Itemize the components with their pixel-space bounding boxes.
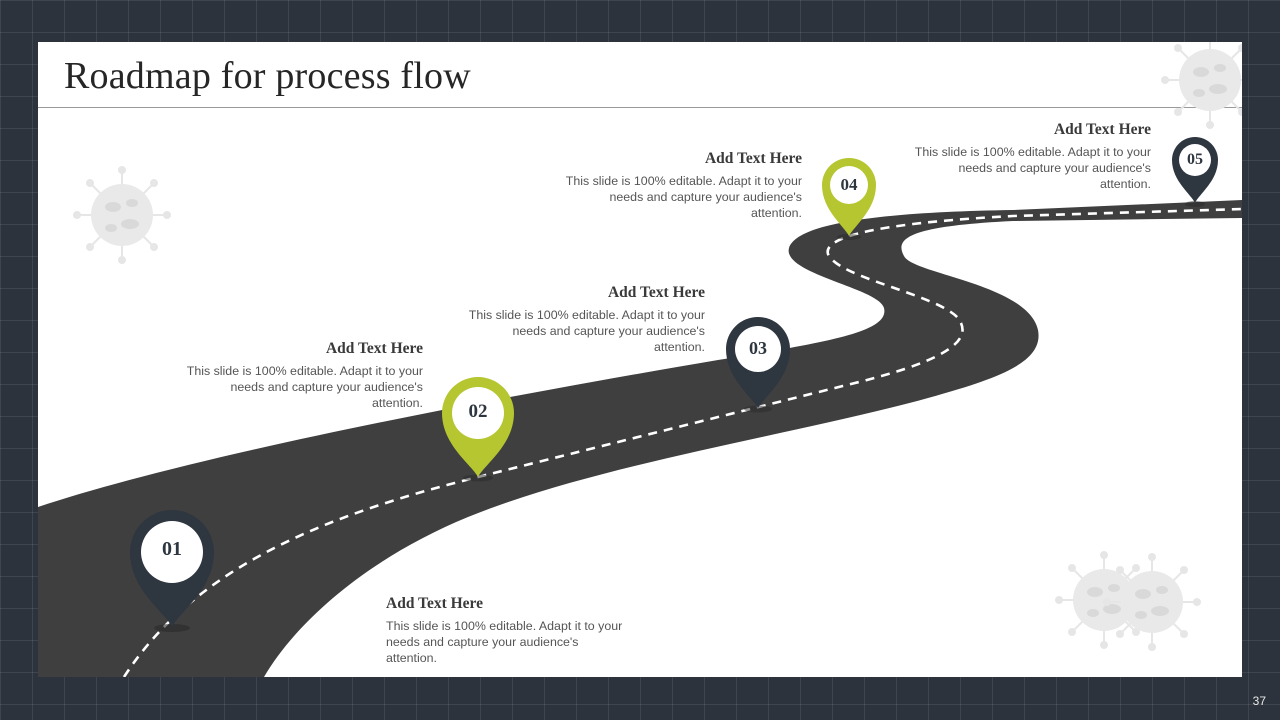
slide: Roadmap for process flow (38, 42, 1242, 677)
milestone-text-03: Add Text Here This slide is 100% editabl… (465, 284, 705, 356)
milestone-text-01: Add Text Here This slide is 100% editabl… (386, 595, 626, 667)
road (38, 200, 1242, 677)
milestone-number: 03 (749, 338, 767, 358)
title-divider (38, 107, 1242, 108)
milestone-number: 01 (162, 538, 182, 560)
virus-icon (1161, 42, 1242, 129)
milestone-number: 05 (1187, 151, 1203, 168)
milestone-description: This slide is 100% editable. Adapt it to… (468, 308, 705, 355)
milestone-heading: Add Text Here (325, 340, 423, 357)
milestone-description: This slide is 100% editable. Adapt it to… (186, 364, 423, 411)
milestone-heading: Add Text Here (704, 150, 802, 167)
road-illustration (38, 42, 1242, 677)
page-number: 37 (1252, 694, 1266, 708)
milestone-pin-05: 05 (1170, 136, 1220, 208)
milestone-pin-03: 03 (724, 317, 792, 413)
milestone-text-04: Add Text Here This slide is 100% editabl… (562, 150, 802, 222)
milestone-heading: Add Text Here (607, 284, 705, 301)
milestone-number: 02 (468, 401, 488, 422)
milestone-pin-01: 01 (128, 509, 216, 633)
road-centerline (122, 207, 1242, 677)
milestone-description: This slide is 100% editable. Adapt it to… (565, 174, 802, 221)
virus-icon (1103, 553, 1201, 651)
virus-icon (73, 166, 171, 264)
milestone-description: This slide is 100% editable. Adapt it to… (386, 619, 623, 666)
milestone-heading: Add Text Here (386, 595, 484, 612)
page-title: Roadmap for process flow (64, 55, 471, 97)
milestone-pin-04: 04 (820, 157, 878, 241)
milestone-number: 04 (840, 175, 858, 194)
milestone-description: This slide is 100% editable. Adapt it to… (914, 145, 1151, 192)
milestone-text-02: Add Text Here This slide is 100% editabl… (183, 340, 423, 412)
milestone-heading: Add Text Here (1053, 121, 1151, 138)
milestone-text-05: Add Text Here This slide is 100% editabl… (911, 121, 1151, 193)
milestone-pin-02: 02 (440, 377, 516, 483)
